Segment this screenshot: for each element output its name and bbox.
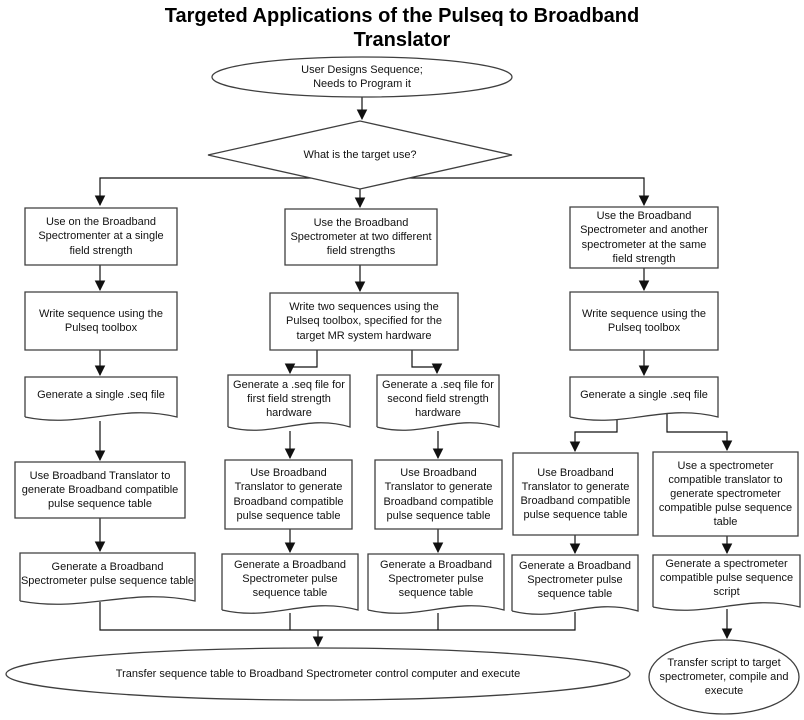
left-translator-box-shape: [15, 462, 185, 518]
start-ellipse-shape: [212, 57, 512, 97]
right-broadband-translator-label: Use Broadband Translator to generate Bro…: [520, 466, 631, 522]
right-seq-doc-shape: [570, 377, 718, 420]
decision-node-label: What is the target use?: [303, 148, 417, 161]
left-seq-label: Generate a single .seq file: [37, 388, 165, 401]
right-script-doc-shape: [653, 555, 800, 610]
left-translator-label: Use Broadband Translator to generate Bro…: [21, 469, 179, 511]
end-main-ellipse-shape: [6, 648, 630, 700]
middle-use-box-shape: [285, 209, 437, 265]
connectors: [94, 97, 733, 648]
end-main-label: Transfer sequence table to Broadband Spe…: [115, 667, 521, 680]
right-spectrometer-translator-label: Use a spectrometer compatible translator…: [658, 459, 793, 529]
left-use-label: Use on the Broadband Spectromenter at a …: [38, 216, 164, 257]
connector-merge-lines: [100, 602, 575, 630]
middle-table1-doc-shape: [222, 554, 358, 613]
connector-right-seq-to-spectrometer-translator: [667, 414, 733, 452]
middle-translator1-label: Use Broadband Translator to generate Bro…: [233, 467, 344, 522]
right-broadband-translator-box-shape: [513, 453, 638, 535]
right-spectrometer-translator-box-shape: [653, 452, 798, 536]
middle-write-box-shape: [270, 293, 458, 350]
connector-decision-to-left: [94, 178, 311, 207]
page-title: Targeted Applications of the Pulseq to B…: [164, 5, 640, 51]
right-seq-label: Generate a single .seq file: [580, 388, 708, 401]
right-table-doc-shape: [512, 555, 638, 614]
left-use-box-shape: [25, 208, 177, 265]
middle-use-label: Use the Broadband Spectrometer at two di…: [290, 216, 432, 258]
right-use-label: Use the Broadband Spectrometer and anoth…: [580, 210, 708, 265]
right-script-label: Generate a spectrometer compatible pulse…: [659, 557, 794, 599]
right-write-label: Write sequence using the Pulseq toolbox: [582, 307, 706, 334]
left-write-box-shape: [25, 292, 177, 350]
left-seq-doc-shape: [25, 377, 177, 420]
node-shapes: [6, 57, 800, 714]
end-right-ellipse-shape: [649, 640, 799, 714]
middle-table2-doc-shape: [368, 554, 504, 613]
middle-table1-label: Generate a Broadband Spectrometer pulse …: [234, 558, 346, 600]
end-right-label: Transfer script to target spectrometer, …: [659, 656, 789, 698]
middle-translator2-label: Use Broadband Translator to generate Bro…: [383, 467, 494, 522]
start-node-label: User Designs Sequence; Needs to Program …: [301, 63, 423, 90]
connector-middle-write-to-seq2: [412, 350, 443, 375]
decision-diamond-shape: [208, 121, 512, 189]
middle-write-label: Write two sequences using the Pulseq too…: [286, 301, 442, 342]
middle-translator2-box-shape: [375, 460, 502, 529]
middle-seq1-label: Generate a .seq file for first field str…: [233, 378, 345, 420]
middle-seq1-doc-shape: [228, 375, 350, 430]
connector-decision-to-right: [409, 178, 650, 207]
connector-right-seq-to-broadband-translator: [569, 420, 617, 453]
right-table-label: Generate a Broadband Spectrometer pulse …: [519, 559, 631, 601]
middle-table2-label: Generate a Broadband Spectrometer pulse …: [380, 558, 492, 600]
left-write-label: Write sequence using the Pulseq toolbox: [39, 307, 163, 334]
right-write-box-shape: [570, 292, 718, 350]
left-table-doc-shape: [20, 553, 195, 604]
middle-translator1-box-shape: [225, 460, 352, 529]
left-table-label: Generate a Broadband Spectrometer pulse …: [20, 560, 195, 587]
middle-seq2-label: Generate a .seq file for second field st…: [382, 378, 494, 420]
right-use-box-shape: [570, 207, 718, 268]
connector-middle-write-to-seq1: [284, 350, 317, 375]
middle-seq2-doc-shape: [377, 375, 499, 430]
